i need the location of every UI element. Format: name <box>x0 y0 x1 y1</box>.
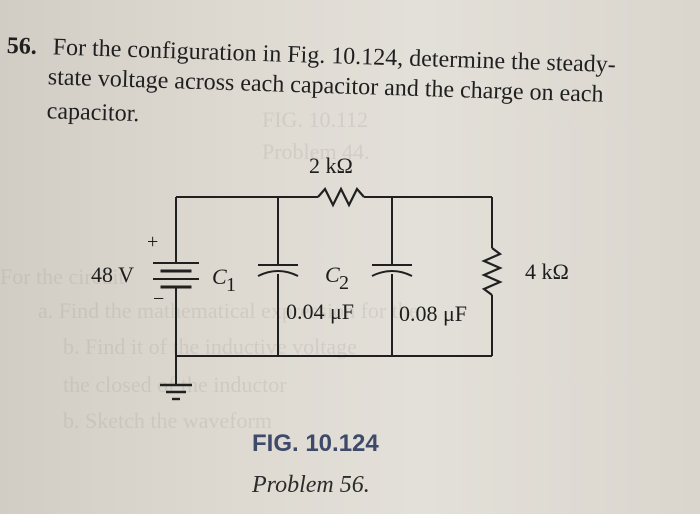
source-plus-label: + <box>147 231 158 253</box>
source-voltage-label: 48 V <box>91 262 134 287</box>
right-resistor-icon <box>481 247 503 296</box>
battery-icon <box>153 249 199 301</box>
c2-subscript: 2 <box>339 272 349 294</box>
c1-subscript: 1 <box>226 274 236 296</box>
figure-caption: FIG. 10.124 Problem 56. <box>252 430 432 500</box>
right-resistor-label: 4 kΩ <box>525 259 569 284</box>
capacitor-c1-icon <box>257 264 299 277</box>
c2-label: C <box>325 262 340 287</box>
figure-subtitle: Problem 56. <box>252 472 370 498</box>
wires <box>175 196 493 385</box>
ground-icon <box>160 383 192 401</box>
c1-value-label: 0.04 μF <box>286 299 354 324</box>
c2-value-label: 0.08 μF <box>399 301 467 326</box>
capacitor-c2-icon <box>371 264 413 277</box>
source-minus-label: − <box>153 288 164 310</box>
c1-label: C <box>212 264 227 289</box>
top-resistor-label: 2 kΩ <box>309 153 353 178</box>
figure-title: FIG. 10.124 <box>252 430 379 457</box>
top-resistor-icon <box>317 186 365 208</box>
